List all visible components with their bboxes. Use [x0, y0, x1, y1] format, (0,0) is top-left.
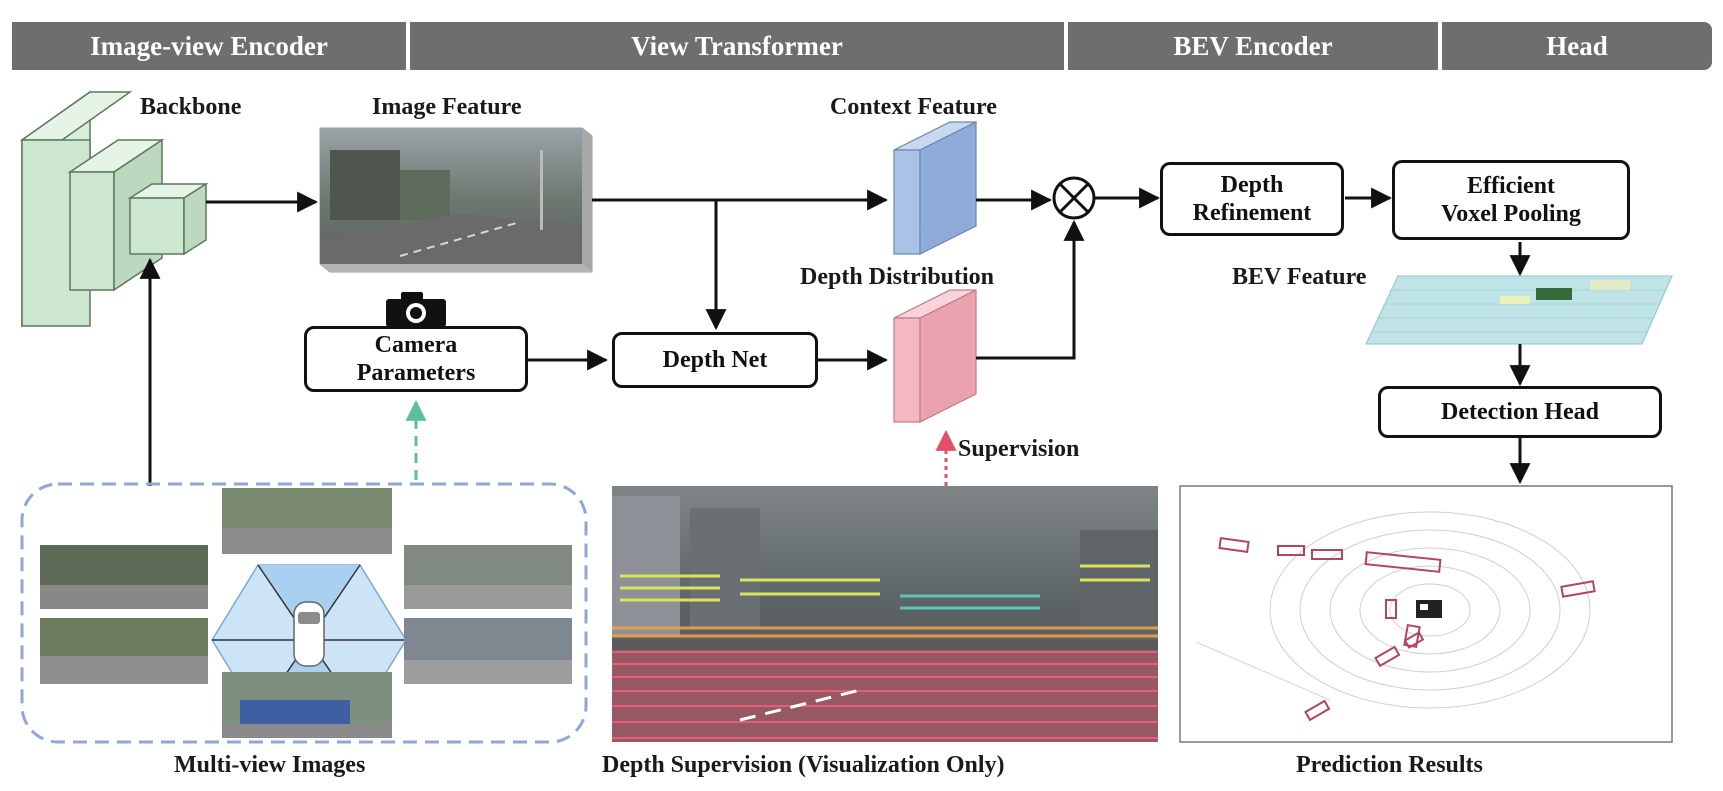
depth-distribution-label: Depth Distribution: [800, 264, 995, 290]
section-view-transformer: View Transformer: [410, 22, 1064, 70]
detection-head-box: Detection Head: [1378, 386, 1662, 438]
bev-feature-label: BEV Feature: [1232, 264, 1367, 290]
detection-head-label: Detection Head: [1441, 399, 1599, 425]
voxel-pooling-line2: Voxel Pooling: [1441, 201, 1581, 227]
camera-parameters-line2: Parameters: [356, 360, 476, 386]
camera-parameters-line1: Camera: [374, 332, 458, 358]
voxel-pooling-box: Efficient Voxel Pooling: [1392, 160, 1630, 240]
depth-net-label: Depth Net: [662, 347, 768, 373]
prediction-results-label: Prediction Results: [1296, 752, 1483, 778]
backbone-label: Backbone: [140, 94, 242, 120]
depth-distribution-block: [893, 289, 977, 423]
section-head: Head: [1442, 22, 1712, 70]
prediction-results-image: [1179, 485, 1673, 743]
depth-supervision-image: [612, 486, 1158, 742]
multiply-circle-icon: [1052, 176, 1096, 220]
image-feature-label: Image Feature: [372, 94, 522, 120]
depth-refinement-box: Depth Refinement: [1160, 162, 1344, 236]
depth-refinement-line1: Depth: [1220, 172, 1284, 198]
depth-net-box: Depth Net: [612, 332, 818, 388]
supervision-label: Supervision: [958, 436, 1080, 462]
context-feature-block: [893, 121, 977, 255]
section-bev-encoder: BEV Encoder: [1068, 22, 1438, 70]
camera-icon: [386, 292, 446, 327]
image-feature-block: [319, 127, 593, 273]
context-feature-label: Context Feature: [830, 94, 997, 120]
depth-supervision-label: Depth Supervision (Visualization Only): [602, 752, 1005, 778]
flow-arrows: [139, 187, 1531, 486]
depth-refinement-line2: Refinement: [1192, 200, 1312, 226]
camera-parameters-box: Camera Parameters: [304, 326, 528, 392]
section-image-view-encoder: Image-view Encoder: [12, 22, 406, 70]
multi-view-panel: [20, 482, 588, 744]
multi-view-label: Multi-view Images: [174, 752, 366, 778]
bev-feature-block: [1365, 275, 1673, 345]
backbone-blocks: [19, 90, 209, 328]
voxel-pooling-line1: Efficient: [1467, 173, 1555, 199]
